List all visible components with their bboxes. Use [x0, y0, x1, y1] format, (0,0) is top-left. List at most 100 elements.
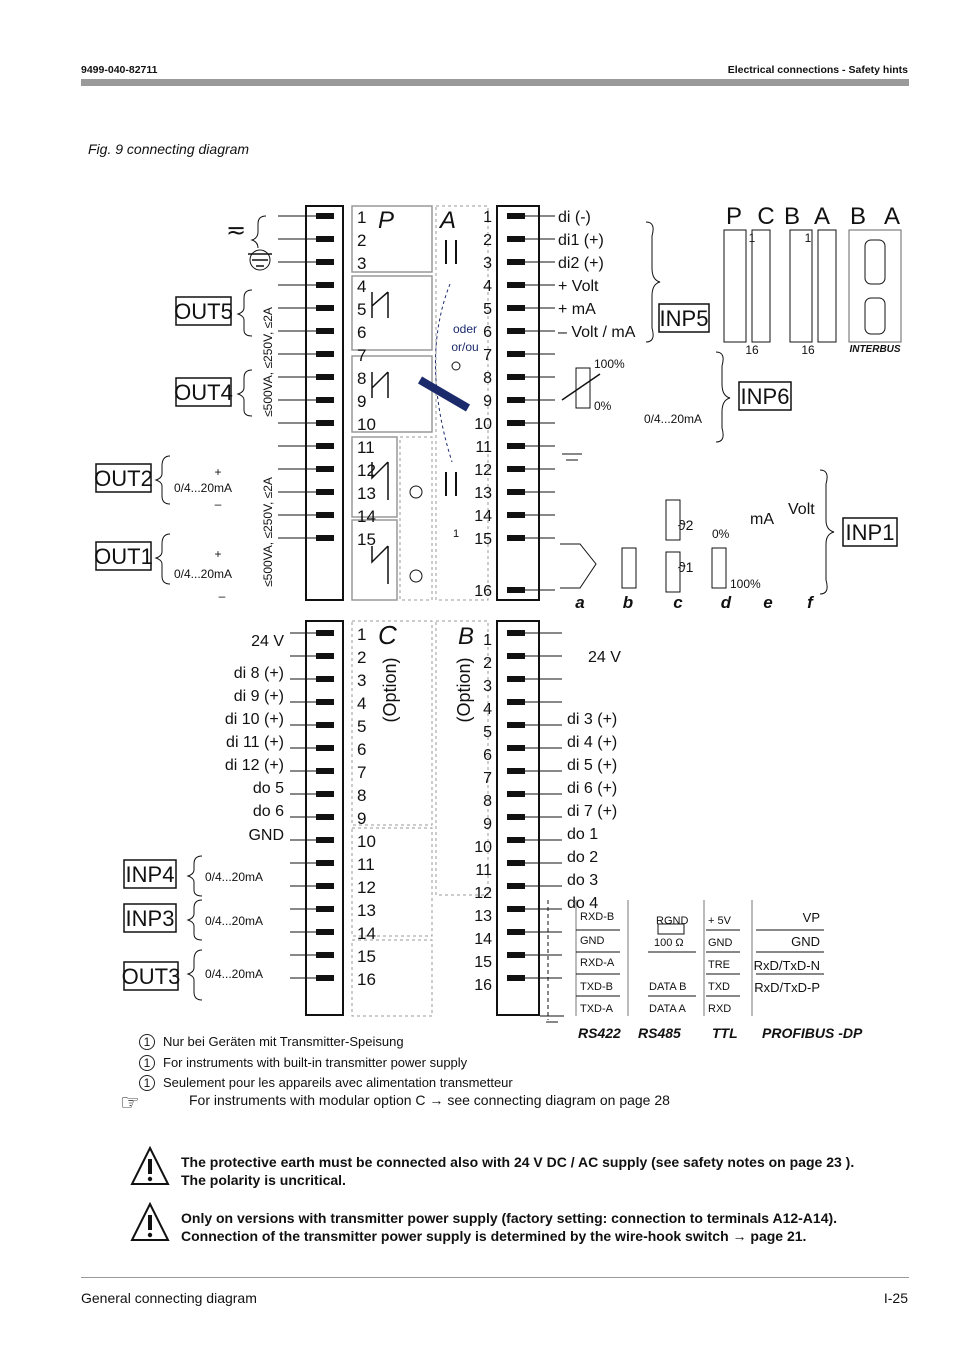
terminal-strip-b [496, 620, 540, 1016]
terminal-number-p8: 8 [357, 369, 366, 388]
terminal-pin-c2 [316, 653, 334, 659]
out4-label: OUT4 [174, 380, 233, 405]
option-b-label-4: di 6 (+) [567, 780, 617, 797]
terminal-number-a9: 9 [483, 393, 492, 410]
terminal-number-c6: 6 [357, 740, 366, 759]
terminal-strip-p [305, 205, 344, 601]
rs485-data-a: DATA A [649, 1003, 687, 1015]
terminal-number-b3: 3 [483, 678, 492, 695]
terminal-pin-b8 [507, 791, 525, 797]
terminal-number-a12: 12 [474, 462, 492, 479]
rs485-rgnd: RGND [656, 915, 688, 927]
warning-icon [130, 1202, 170, 1241]
terminal-number-a5: 5 [483, 301, 492, 318]
inp6-percent-low: 0% [594, 399, 612, 413]
out5-label-box [175, 296, 232, 326]
inp1-percent-zero: 0% [712, 527, 730, 541]
terminal-pin-c9 [316, 814, 334, 820]
terminal-number-b7: 7 [483, 770, 492, 787]
terminal-number-c4: 4 [357, 694, 366, 713]
terminal-pin-a13 [507, 489, 525, 495]
warning-transmitter-line2: Connection of the transmitter power supp… [181, 1228, 807, 1244]
terminal-pin-p7 [316, 351, 334, 357]
inp1-type-d: d [721, 593, 732, 612]
terminal-pin-b10 [507, 837, 525, 843]
terminal-pin-p14 [316, 512, 334, 518]
terminal-pin-p9 [316, 397, 334, 403]
terminal-pin-a12 [507, 466, 525, 472]
footnote-marker-2: 1 [139, 1055, 155, 1071]
inp1-percent-full: 100% [730, 577, 761, 591]
bus-slot-letter-6: A [884, 203, 900, 230]
terminal-number-p15: 15 [357, 530, 376, 549]
terminal-pin-p4 [316, 282, 334, 288]
inp5-label-box [658, 303, 710, 333]
profibus-signal-2: GND [791, 934, 820, 949]
ttl-signal-5: RXD [708, 1003, 731, 1015]
footer-title: General connecting diagram [81, 1290, 257, 1306]
ttl-signal-1: + 5V [708, 915, 732, 927]
terminal-pin-a3 [507, 259, 525, 265]
rs485-data-b: DATA B [649, 981, 687, 993]
out2-label: OUT2 [94, 466, 153, 491]
figure-caption: Fig. 9 connecting diagram [88, 141, 250, 157]
terminal-pin-b1 [507, 630, 525, 636]
option-label-b: (Option) [454, 657, 474, 722]
bus-slot-letter-4: A [814, 203, 830, 230]
terminal-pin-a6 [507, 328, 525, 334]
rs422-signal-4: TXD-B [580, 981, 613, 993]
warning-earth-line2: The polarity is uncritical. [181, 1172, 346, 1188]
terminal-pin-c13 [316, 906, 334, 912]
footnote-ref: 1 [453, 528, 459, 540]
terminal-pin-c3 [316, 676, 334, 682]
terminal-pin-b7 [507, 768, 525, 774]
inp4-current-range: 0/4...20mA [205, 870, 263, 884]
terminal-number-p14: 14 [357, 507, 376, 526]
terminal-number-b9: 9 [483, 816, 492, 833]
terminal-number-b15: 15 [474, 954, 492, 971]
terminal-strip-c [305, 620, 344, 1016]
out3-label-box [123, 961, 179, 991]
inp1-type-e: e [763, 593, 772, 612]
comm-title-1: RS422 [578, 1025, 621, 1041]
footnote-marker-1: 1 [139, 1034, 155, 1050]
block-letter-c: C [378, 620, 397, 650]
terminal-pin-p10 [316, 420, 334, 426]
terminal-pin-b2 [507, 653, 525, 659]
profibus-signal-3: RxD/TxD-N [754, 958, 820, 973]
option-b-label-3: di 5 (+) [567, 757, 617, 774]
inp1-ma: mA [750, 511, 774, 528]
rs422-signal-5: TXD-A [580, 1003, 614, 1015]
out2-current-range: 0/4...20mA [174, 481, 232, 495]
terminal-pin-b4 [507, 699, 525, 705]
terminal-pin-a4 [507, 282, 525, 288]
terminal-pin-a1 [507, 213, 525, 219]
out1-label: OUT1 [94, 544, 153, 569]
terminal-pin-c10 [316, 837, 334, 843]
pointing-hand-icon: ☞ [120, 1090, 140, 1115]
terminal-pin-a10 [507, 420, 525, 426]
warning-earth: The protective earth must be connected a… [181, 1153, 881, 1189]
terminal-strip-a [496, 205, 540, 601]
terminal-pin-c8 [316, 791, 334, 797]
rs422-signal-1: RXD-B [580, 911, 614, 923]
rs422-signal-3: RXD-A [580, 957, 615, 969]
terminal-number-b1: 1 [483, 632, 492, 649]
terminal-number-b12: 12 [474, 885, 492, 902]
terminal-number-a4: 4 [483, 278, 492, 295]
inp6-label-box [738, 381, 792, 411]
terminal-number-c7: 7 [357, 763, 366, 782]
inp3-current-range: 0/4...20mA [205, 914, 263, 928]
terminal-number-c8: 8 [357, 786, 366, 805]
terminal-pin-a9 [507, 397, 525, 403]
terminal-pin-a15 [507, 535, 525, 541]
out4-label-box [175, 377, 232, 407]
terminal-number-p3: 3 [357, 254, 366, 273]
terminal-number-a7: 7 [483, 347, 492, 364]
switch-label-oder: oder [453, 322, 477, 336]
inp1-theta2: ϑ2 [678, 517, 694, 533]
out1-minus: – [219, 589, 226, 603]
terminal-number-p11: 11 [357, 438, 375, 457]
input-label-a4: + Volt [558, 278, 599, 295]
